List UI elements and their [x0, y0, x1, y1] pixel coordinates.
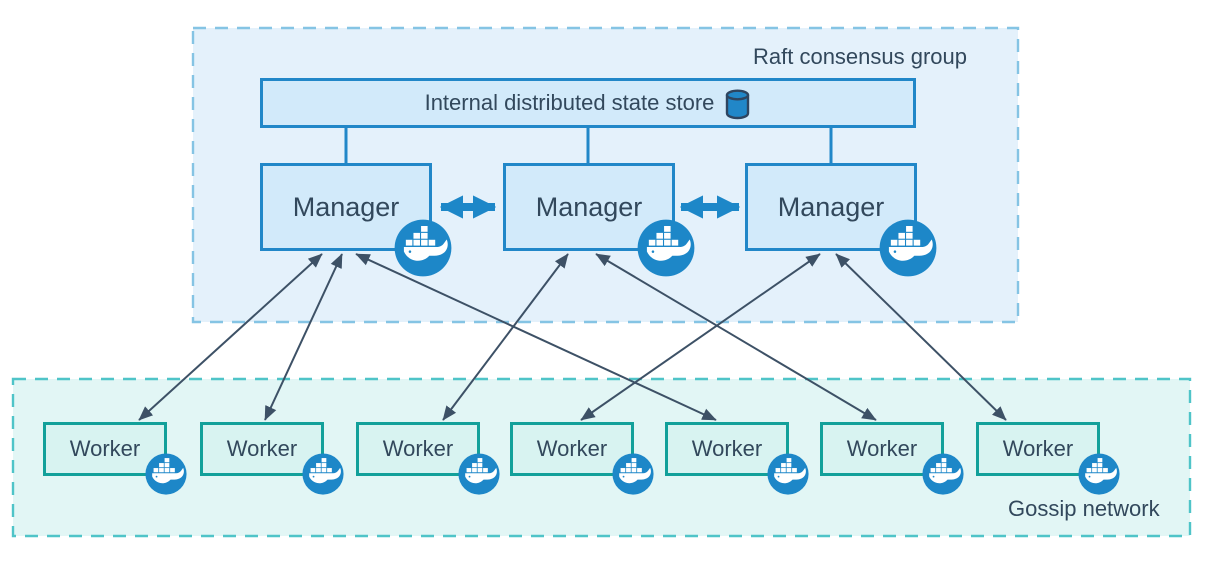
- docker-whale-icon: [637, 219, 695, 277]
- worker-7: Worker: [976, 422, 1100, 476]
- worker-label: Worker: [1002, 436, 1074, 461]
- worker-label: Worker: [69, 436, 141, 461]
- gossip-group-label: Gossip network: [1008, 496, 1160, 521]
- worker-2: Worker: [200, 422, 324, 476]
- worker-3: Worker: [356, 422, 480, 476]
- manager-label: Manager: [535, 191, 643, 222]
- raft-group-label: Raft consensus group: [753, 44, 968, 69]
- state-store-label: Internal distributed state store: [424, 90, 715, 115]
- docker-whale-icon: [394, 219, 452, 277]
- manager-label: Manager: [292, 191, 400, 222]
- worker-label: Worker: [846, 436, 918, 461]
- worker-manager-arrow: [442, 253, 569, 421]
- manager-label: Manager: [777, 191, 885, 222]
- docker-whale-icon: [879, 219, 937, 277]
- worker-4: Worker: [510, 422, 634, 476]
- worker-label: Worker: [536, 436, 608, 461]
- docker-whale-icon: [1078, 453, 1120, 495]
- worker-5: Worker: [665, 422, 789, 476]
- worker-manager-arrow: [264, 253, 343, 421]
- docker-whale-icon: [767, 453, 809, 495]
- worker-label: Worker: [226, 436, 298, 461]
- docker-whale-icon: [145, 453, 187, 495]
- worker-6: Worker: [820, 422, 944, 476]
- docker-whale-icon: [612, 453, 654, 495]
- manager-1: Manager: [260, 163, 432, 251]
- worker-1: Worker: [43, 422, 167, 476]
- worker-label: Worker: [382, 436, 454, 461]
- worker-label: Worker: [691, 436, 763, 461]
- docker-whale-icon: [458, 453, 500, 495]
- worker-manager-arrow: [835, 253, 1007, 421]
- docker-whale-icon: [922, 453, 964, 495]
- docker-whale-icon: [302, 453, 344, 495]
- database-icon: [726, 88, 750, 119]
- state-store-box: Internal distributed state store: [260, 78, 916, 128]
- worker-manager-arrow: [580, 253, 821, 421]
